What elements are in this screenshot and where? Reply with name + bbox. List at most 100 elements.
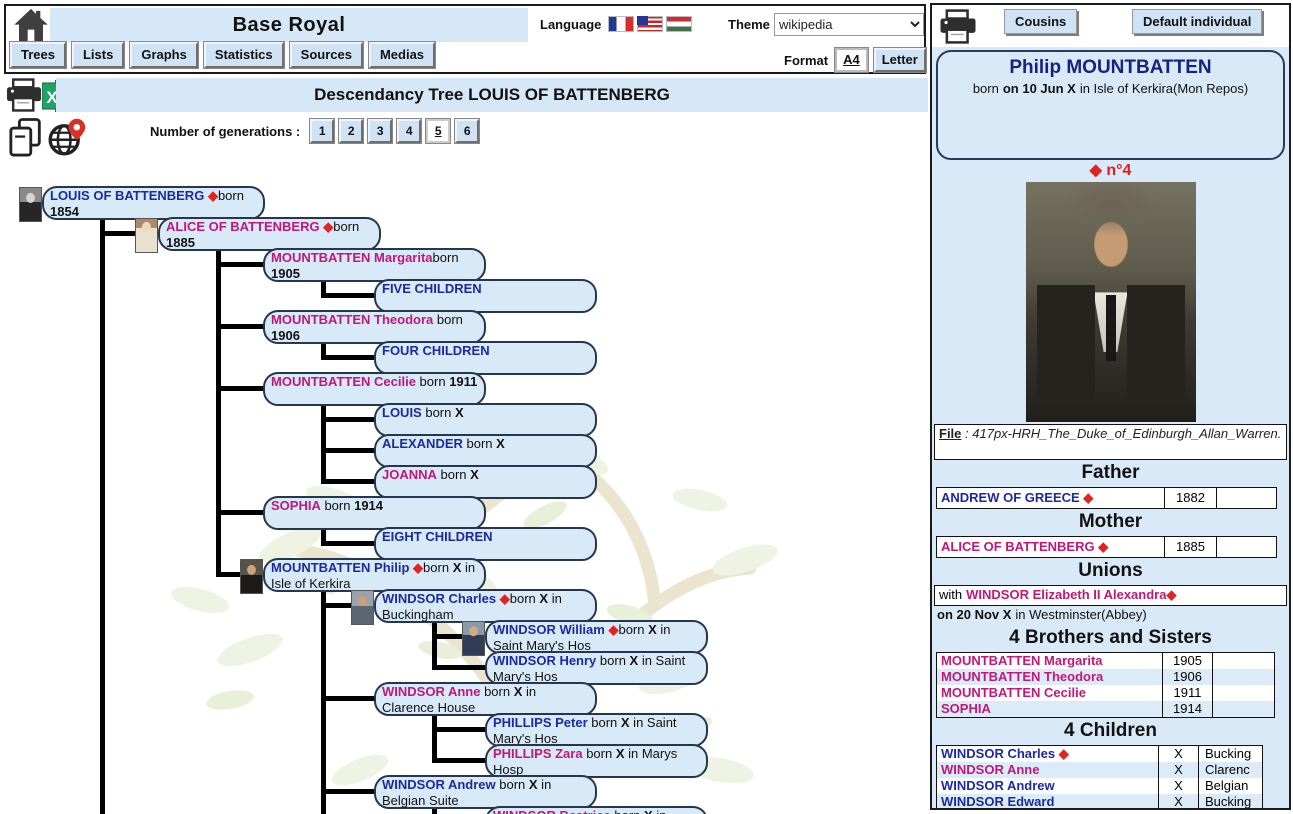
language-label: Language xyxy=(540,17,602,32)
tree-connector-line xyxy=(321,406,326,484)
tree-node[interactable]: LOUIS born X xyxy=(374,403,597,437)
table-row: MOUNTBATTEN Cecilie 1911 xyxy=(937,685,1275,701)
format-a4-button[interactable]: A4 xyxy=(834,47,869,73)
tree-node[interactable]: LOUIS OF BATTENBERG ◆born 1854 xyxy=(42,186,265,220)
tree-connector-line xyxy=(321,603,351,608)
tab-lists[interactable]: Lists xyxy=(70,41,126,69)
photo-file-caption: File : 417px-HRH_The_Duke_of_Edinburgh_A… xyxy=(934,424,1287,460)
spouse-link[interactable]: WINDSOR Elizabeth II Alexandra xyxy=(966,587,1167,602)
map-globe-icon[interactable] xyxy=(46,116,88,163)
table-cell xyxy=(1216,536,1277,558)
tab-graphs[interactable]: Graphs xyxy=(129,41,199,69)
flag-usa-icon[interactable] xyxy=(637,16,663,32)
generation-2-button[interactable]: 2 xyxy=(338,118,365,144)
person-link[interactable]: SOPHIA xyxy=(941,701,991,716)
theme-select[interactable]: wikipedia xyxy=(774,13,924,36)
flag-hungary-icon[interactable] xyxy=(666,16,692,32)
home-icon[interactable] xyxy=(11,7,51,44)
tree-node[interactable]: FIVE CHILDREN xyxy=(374,279,597,313)
tree-node[interactable]: WINDSOR Beatrice born X in xyxy=(485,806,708,814)
person-link[interactable]: WINDSOR Anne xyxy=(941,762,1040,777)
format-letter-button[interactable]: Letter xyxy=(872,47,927,73)
header: Base Royal Language Theme wikipedia Tree… xyxy=(4,4,927,74)
generation-1-button[interactable]: 1 xyxy=(309,118,336,144)
table-cell xyxy=(1212,685,1275,701)
person-name: Philip MOUNTBATTEN xyxy=(1009,57,1212,78)
father-table: ANDREW OF GREECE ◆1882 xyxy=(936,487,1277,509)
table-cell: X xyxy=(1158,778,1199,794)
person-link[interactable]: MOUNTBATTEN Theodora xyxy=(941,669,1104,684)
person-link[interactable]: WINDSOR Andrew xyxy=(941,778,1055,793)
tree-node[interactable]: PHILLIPS Peter born X in Saint Mary's Ho… xyxy=(485,713,708,747)
portrait-photo[interactable] xyxy=(1025,182,1196,422)
generation-4-button[interactable]: 4 xyxy=(396,118,423,144)
tree-node[interactable]: WINDSOR Charles ◆born X in Buckingham xyxy=(374,589,597,623)
print-icon[interactable] xyxy=(938,9,978,49)
table-cell: Bucking xyxy=(1198,794,1263,808)
mother-table: ALICE OF BATTENBERG ◆ 1885 xyxy=(936,536,1277,558)
diamond-icon: ◆ xyxy=(1089,162,1102,179)
table-cell: X xyxy=(1158,762,1199,778)
person-link[interactable]: MOUNTBATTEN Margarita xyxy=(941,653,1103,668)
tree-node[interactable]: FOUR CHILDREN xyxy=(374,341,597,375)
cousins-button[interactable]: Cousins xyxy=(1004,9,1078,34)
person-link[interactable]: MOUNTBATTEN Cecilie xyxy=(941,685,1086,700)
portrait-thumb-alice[interactable] xyxy=(135,218,158,253)
section-unions: Unions xyxy=(1078,560,1143,581)
table-cell: 1885 xyxy=(1164,536,1217,558)
tree-node[interactable]: WINDSOR Andrew born X in Belgian Suite xyxy=(374,775,597,809)
tree-connector-line xyxy=(321,789,374,794)
tree-node[interactable]: EIGHT CHILDREN xyxy=(374,527,597,561)
tree-node[interactable]: WINDSOR Anne born X in Clarence House xyxy=(374,682,597,716)
tree-node[interactable]: ALEXANDER born X xyxy=(374,434,597,468)
tab-medias[interactable]: Medias xyxy=(367,41,437,69)
diamond-icon: ◆ xyxy=(1098,539,1109,554)
table-cell: Belgian xyxy=(1198,778,1263,794)
table-cell xyxy=(1212,701,1275,718)
tab-statistics[interactable]: Statistics xyxy=(202,41,285,69)
flag-france-icon[interactable] xyxy=(608,16,634,32)
portrait-thumb-louis[interactable] xyxy=(19,187,42,222)
generation-6-button[interactable]: 6 xyxy=(454,118,481,144)
tree-node[interactable]: SOPHIA born 1914 xyxy=(263,496,486,530)
tree-node[interactable]: MOUNTBATTEN Theodora born 1906 xyxy=(263,310,486,344)
tree-node[interactable]: MOUNTBATTEN Margaritaborn 1905 xyxy=(263,248,486,282)
copy-pages-icon[interactable] xyxy=(8,118,45,163)
print-icon[interactable] xyxy=(5,78,43,117)
person-link[interactable]: ALICE OF BATTENBERG xyxy=(941,539,1095,554)
tree-connector-line xyxy=(321,344,326,360)
tree-node[interactable]: WINDSOR William ◆born X in Saint Mary's … xyxy=(485,620,708,654)
tree-node[interactable]: MOUNTBATTEN Philip ◆born X in Isle of Ke… xyxy=(263,558,486,592)
tree-node[interactable]: ALICE OF BATTENBERG ◆born 1885 xyxy=(158,217,381,251)
tree-node[interactable]: JOANNA born X xyxy=(374,465,597,499)
table-cell: X xyxy=(1158,794,1199,808)
table-cell: 1911 xyxy=(1162,685,1213,701)
portrait-thumb-philip[interactable] xyxy=(240,559,263,594)
person-link[interactable]: ANDREW OF GREECE xyxy=(941,490,1080,505)
person-link[interactable]: WINDSOR Charles xyxy=(941,746,1056,761)
tree-node[interactable]: WINDSOR Henry born X in Saint Mary's Hos xyxy=(485,651,708,685)
default-individual-button[interactable]: Default individual xyxy=(1132,9,1263,34)
tree-node[interactable]: PHILLIPS Zara born X in Marys Hosp xyxy=(485,744,708,778)
tree-connector-line xyxy=(321,479,374,484)
portrait-thumb-william[interactable] xyxy=(462,621,485,656)
tree-connector-line xyxy=(100,220,105,814)
person-link[interactable]: WINDSOR Edward xyxy=(941,794,1055,809)
tree-connector-line xyxy=(216,251,221,577)
generation-5-button[interactable]: 5 xyxy=(425,118,452,144)
portrait-thumb-charles[interactable] xyxy=(351,590,374,625)
generation-3-button[interactable]: 3 xyxy=(367,118,394,144)
table-cell xyxy=(1212,669,1275,685)
tree-connector-line xyxy=(432,716,437,763)
tree-node[interactable]: MOUNTBATTEN Cecilie born 1911 xyxy=(263,372,486,406)
tab-trees[interactable]: Trees xyxy=(9,41,67,69)
tab-sources[interactable]: Sources xyxy=(288,41,364,69)
table-cell: 1882 xyxy=(1164,487,1217,509)
